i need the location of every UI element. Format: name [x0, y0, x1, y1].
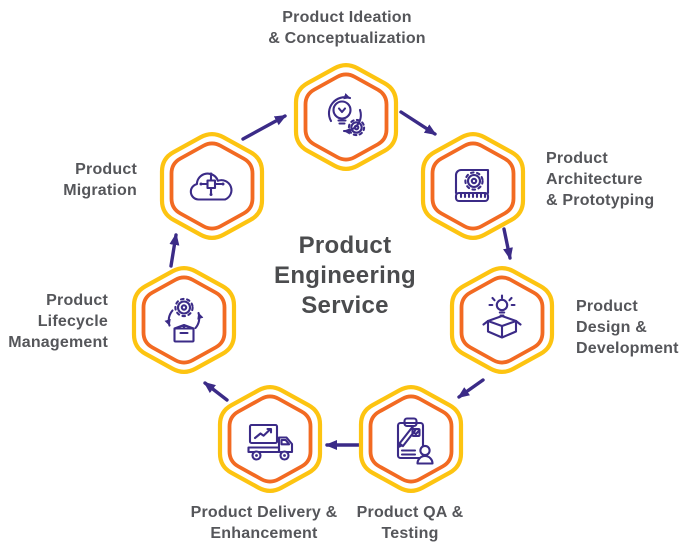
open-box-idea-icon	[482, 294, 522, 339]
clipboard-pencil-tester-icon	[396, 417, 434, 465]
node-delivery	[215, 379, 325, 499]
node-label-design: Product Design & Development	[576, 298, 679, 357]
hexagon-frame	[131, 266, 237, 374]
idea-bulb-gear-cycle-icon	[327, 93, 366, 137]
node-lifecycle	[129, 260, 239, 380]
delivery-truck-screen-icon	[247, 423, 294, 461]
diagram-title: Product Engineering Service	[274, 232, 416, 319]
node-design	[447, 260, 557, 380]
node-qa	[356, 379, 466, 499]
node-label-architecture: Product Architecture & Prototyping	[546, 150, 655, 209]
hexagon-frame	[293, 63, 399, 171]
gear-cycle-box-icon	[164, 297, 204, 343]
hexagon-frame	[420, 132, 526, 240]
arrow-migration-to-ideation	[241, 114, 287, 141]
node-label-ideation: Product Ideation & Conceptualization	[268, 9, 426, 47]
hexagon-frame	[159, 132, 265, 240]
node-label-delivery: Product Delivery & Enhancement	[190, 504, 338, 542]
node-migration	[157, 126, 267, 246]
node-label-qa: Product QA & Testing	[356, 504, 464, 542]
arrow-ideation-to-architecture	[399, 110, 437, 136]
cloud-circuit-icon	[189, 172, 233, 201]
hexagon-frame	[449, 266, 555, 374]
arrow-lifecycle-to-migration	[169, 233, 180, 268]
blueprint-gear-ruler-icon	[454, 168, 490, 203]
arrow-architecture-to-design	[502, 227, 513, 260]
arrow-delivery-to-lifecycle	[203, 381, 229, 402]
hexagon-frame	[358, 385, 464, 493]
node-label-lifecycle: Product Lifecycle Management	[8, 292, 108, 351]
node-architecture	[418, 126, 528, 246]
node-ideation	[291, 57, 401, 177]
node-label-migration: Product Migration	[63, 161, 137, 199]
arrow-design-to-qa	[457, 378, 485, 399]
hexagon-frame	[217, 385, 323, 493]
